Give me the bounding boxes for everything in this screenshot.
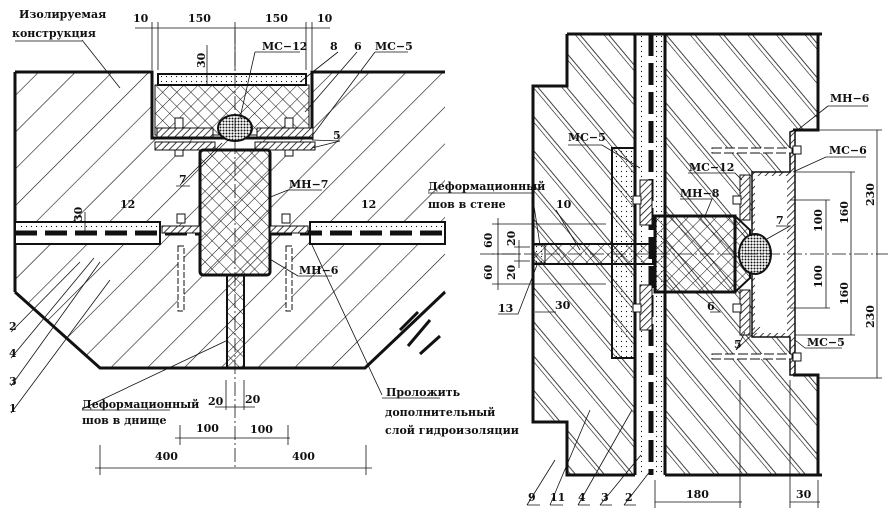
- dim-400-left: 400: [155, 450, 178, 463]
- dim-10-right: 10: [317, 12, 333, 25]
- anchor-right: [285, 245, 293, 312]
- note-line1: Проложить: [386, 386, 461, 399]
- label-mc6: МС−6: [829, 144, 867, 157]
- ground-hatch: [398, 310, 442, 356]
- note-line3: слой гидроизоляции: [385, 424, 519, 437]
- dim-400-right: 400: [292, 450, 315, 463]
- structure-label-line1: Изолируемая: [19, 8, 106, 21]
- dim-150-right: 150: [265, 12, 288, 25]
- dim-150-left: 150: [188, 12, 211, 25]
- leader-lines: [428, 105, 868, 506]
- dimension-lines: [84, 22, 372, 475]
- floor-joint-section: Изолируемая конструкция 10 150 150 10 30…: [9, 8, 519, 475]
- dim-100-upper: 100: [812, 209, 825, 232]
- label-6: 6: [354, 40, 362, 53]
- top-sealant-dots: [160, 76, 304, 83]
- flange-left-lower: [154, 141, 216, 151]
- label-mh7: МН−7: [289, 178, 328, 191]
- anchor-lower: [711, 353, 793, 360]
- label-2: 2: [625, 491, 633, 504]
- label-13: 13: [498, 302, 513, 315]
- label-11: 11: [550, 491, 565, 504]
- label-mh6: МН−6: [299, 264, 339, 277]
- anchor-upper: [711, 147, 793, 154]
- wall-joint-label-line1: Деформационный: [428, 180, 545, 193]
- flange-left-upper: [156, 127, 214, 138]
- bolt-icons: [632, 145, 802, 362]
- label-9: 9: [528, 491, 536, 504]
- dim-20-upper: 20: [505, 230, 518, 246]
- dim-100-lower: 100: [812, 265, 825, 288]
- dim-100-right: 100: [250, 423, 273, 436]
- wall-joint-section: МС−5 МН−6 МС−6 МС−12 МН−8 Деформационный…: [428, 32, 888, 508]
- structure-label-line2: конструкция: [12, 27, 96, 40]
- label-mc12: МС−12: [689, 161, 734, 174]
- dim-20-right: 20: [245, 393, 261, 406]
- label-7: 7: [776, 214, 784, 227]
- dim-10-left: 10: [133, 12, 149, 25]
- dim-30-gap: 30: [555, 299, 571, 312]
- label-5: 5: [333, 129, 341, 142]
- anchor-left: [177, 245, 185, 312]
- dim-60-upper: 60: [482, 232, 495, 248]
- label-mc5: МС−5: [375, 40, 413, 53]
- note-line2: дополнительный: [385, 406, 495, 419]
- dim-180: 180: [686, 488, 709, 501]
- dim-160-lower: 160: [838, 282, 851, 305]
- dim-230-upper: 230: [864, 183, 877, 206]
- label-5: 5: [734, 338, 742, 351]
- joint-gap-filler: [226, 274, 245, 369]
- floor-joint-label-line1: Деформационный: [82, 398, 199, 411]
- dim-20-left: 20: [208, 395, 224, 408]
- label-6: 6: [707, 300, 715, 313]
- label-10: 10: [556, 198, 572, 211]
- leader-lines: [10, 39, 440, 414]
- label-4: 4: [9, 347, 17, 360]
- dimension-lines: [492, 129, 882, 508]
- dim-30-bottom: 30: [796, 488, 812, 501]
- label-mc5-upper: МС−5: [568, 131, 606, 144]
- label-mc12: МС−12: [262, 40, 307, 53]
- label-mh8: МН−8: [680, 187, 720, 200]
- label-4: 4: [578, 491, 586, 504]
- dim-100-left: 100: [196, 422, 219, 435]
- label-12-right: 12: [361, 198, 376, 211]
- dim-60-lower: 60: [482, 264, 495, 280]
- dim-230-lower: 230: [864, 305, 877, 328]
- dim-160-upper: 160: [838, 201, 851, 224]
- label-2: 2: [9, 320, 17, 333]
- bolt-icons: [174, 117, 294, 224]
- label-mh6: МН−6: [830, 92, 870, 105]
- wall-joint-label-line2: шов в стене: [428, 198, 506, 211]
- dim-20-lower: 20: [505, 264, 518, 280]
- label-3: 3: [9, 375, 17, 388]
- label-3: 3: [601, 491, 609, 504]
- floor-joint-label-line2: шов в днище: [82, 414, 167, 427]
- dim-30-layer: 30: [72, 206, 85, 222]
- label-7: 7: [179, 173, 187, 186]
- label-8: 8: [330, 40, 338, 53]
- label-1: 1: [9, 402, 17, 415]
- label-12-left: 12: [120, 198, 135, 211]
- label-mc5-lower: МС−5: [807, 336, 845, 349]
- flange-right-upper: [256, 127, 314, 138]
- dim-30-top: 30: [195, 52, 208, 68]
